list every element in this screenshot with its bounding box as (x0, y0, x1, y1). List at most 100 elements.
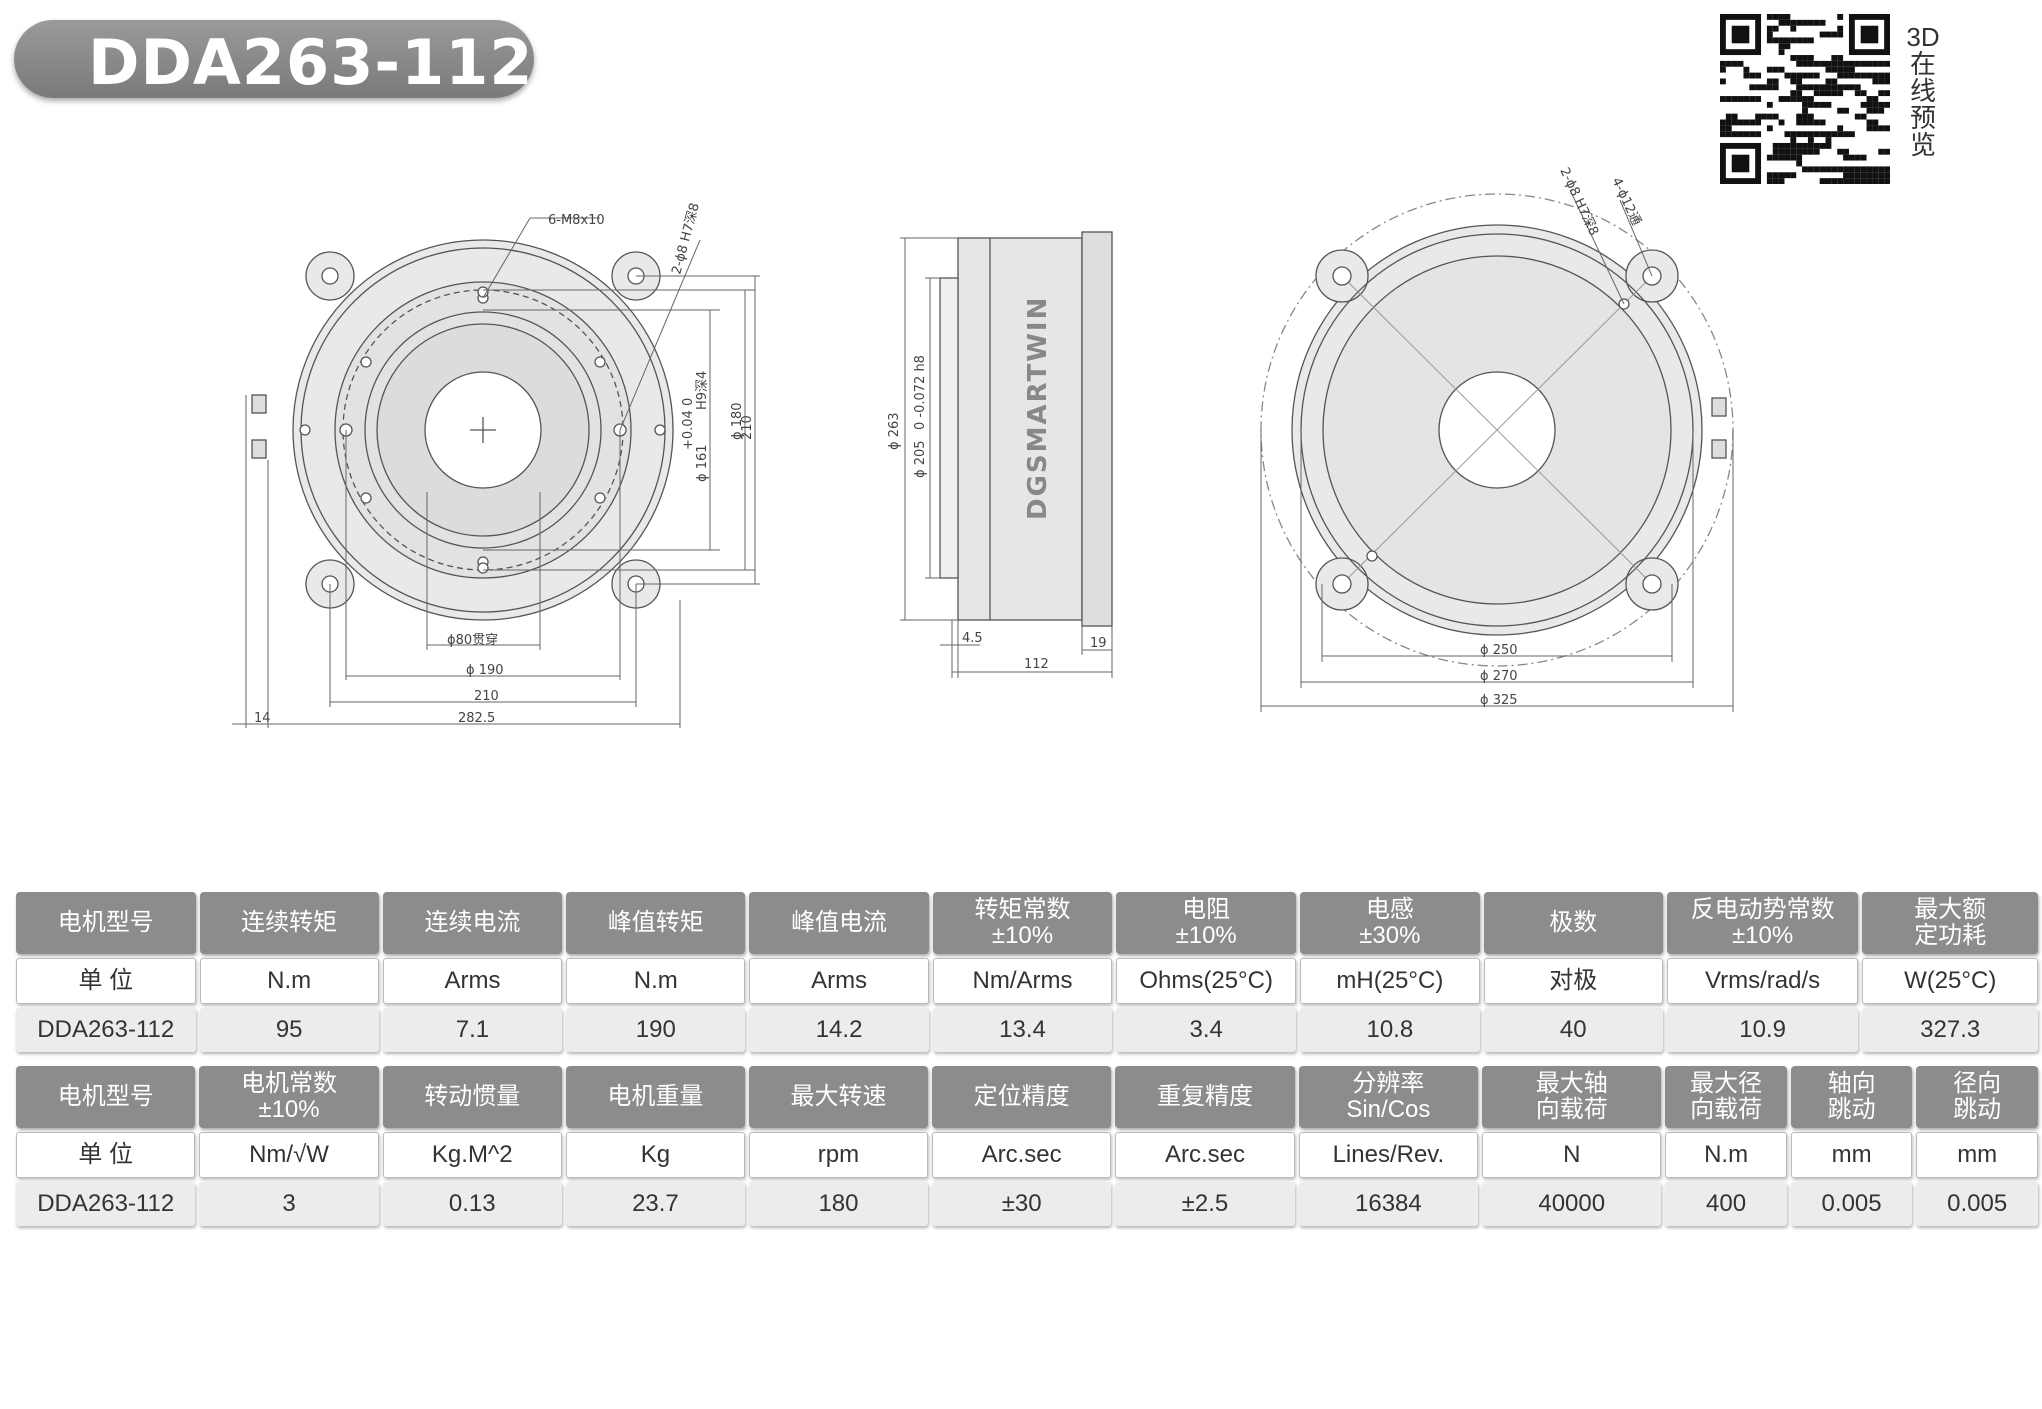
qr-code[interactable] (1720, 14, 1890, 184)
qr-caption: 3D在线预览 (1906, 22, 1940, 160)
w14-label: 14 (254, 711, 271, 726)
d205-label: ϕ 205 (913, 440, 928, 478)
front-view (232, 217, 760, 728)
w19-label: 19 (1090, 636, 1107, 651)
table1-units-cell: 单 位 (16, 958, 196, 1004)
table1-values-cell: 10.8 (1300, 1008, 1480, 1052)
table1-values-cell: 3.4 (1116, 1008, 1297, 1052)
back-hole-label: 4-ϕ12通 (1608, 175, 1643, 228)
back-pin-label: 2-ϕ8 H7深8 (1556, 165, 1601, 238)
table2-headers-cell: 最大径向载荷 (1665, 1066, 1787, 1128)
table2-headers-cell: 定位精度 (931, 1066, 1112, 1128)
d190-label: ϕ 190 (466, 663, 504, 678)
table1-headers-cell: 峰值电流 (749, 892, 929, 954)
table2-values-cell: 3 (199, 1182, 379, 1226)
table1-values-cell: 190 (566, 1008, 746, 1052)
brand-label: DGSMARTWIN (1023, 296, 1053, 520)
table2-units-cell: Lines/Rev. (1298, 1132, 1479, 1178)
tap-label: 6-M8x10 (548, 213, 605, 228)
back-view (1260, 189, 1734, 712)
w210-label: 210 (474, 689, 499, 704)
table1-headers-cell: 极数 (1483, 892, 1663, 954)
table1-units-cell: Nm/Arms (932, 958, 1113, 1004)
table1-headers-cell: 连续转矩 (199, 892, 379, 954)
table2-headers-cell: 重复精度 (1115, 1066, 1295, 1128)
table2-headers-cell: 最大轴向载荷 (1482, 1066, 1662, 1128)
d180-label: ϕ 180 (730, 402, 745, 440)
w112-label: 112 (1024, 657, 1049, 672)
table1-headers-cell: 电机型号 (16, 892, 196, 954)
table1-units-cell: Arms (749, 958, 929, 1004)
table2-headers-cell: 电机型号 (16, 1066, 196, 1128)
pin-label: 2-ϕ8 H7深8 (669, 201, 702, 276)
table2-units-cell: N (1482, 1132, 1662, 1178)
table2-values-cell: 400 (1665, 1182, 1787, 1226)
table2-values-cell: ±30 (931, 1182, 1112, 1226)
table2-units-cell: mm (1916, 1132, 2038, 1178)
table1-units-cell: N.m (566, 958, 746, 1004)
w45-label: 4.5 (962, 631, 983, 646)
bore-label: ϕ80贯穿 (447, 632, 498, 648)
table1-units-cell: 对极 (1483, 958, 1663, 1004)
table1-values-cell: 10.9 (1666, 1008, 1859, 1052)
table2-units-cell: mm (1790, 1132, 1913, 1178)
table2-headers-cell: 电机常数±10% (199, 1066, 379, 1128)
table1-headers-cell: 峰值转矩 (566, 892, 746, 954)
table1-units-cell: N.m (199, 958, 379, 1004)
table2-values-cell: 0.13 (382, 1182, 562, 1226)
table2-values-cell: 0.005 (1790, 1182, 1913, 1226)
table1-headers-cell: 最大额定功耗 (1862, 892, 2038, 954)
v210-label: 210 (740, 415, 755, 440)
table2-headers-cell: 径向跳动 (1916, 1066, 2038, 1128)
table1-headers-cell: 电感±30% (1300, 892, 1480, 954)
table1-values-cell: 95 (199, 1008, 379, 1052)
table1-units-cell: Arms (382, 958, 563, 1004)
table2-units-cell: rpm (748, 1132, 928, 1178)
table1-headers-cell: 连续电流 (382, 892, 563, 954)
table1-values-cell: 13.4 (932, 1008, 1113, 1052)
d250-label: ϕ 250 (1480, 643, 1518, 658)
table2-values-cell: ±2.5 (1115, 1182, 1295, 1226)
tol161-label: +0.04 0 (681, 398, 696, 450)
table2-values-cell: 0.005 (1916, 1182, 2038, 1226)
table2-headers-cell: 最大转速 (748, 1066, 928, 1128)
table2-headers-cell: 电机重量 (565, 1066, 745, 1128)
table2-values-cell: 23.7 (565, 1182, 745, 1226)
table1-headers-cell: 反电动势常数±10% (1666, 892, 1859, 954)
table2-headers-cell: 转动惯量 (382, 1066, 562, 1128)
table1-values-cell: 327.3 (1862, 1008, 2038, 1052)
tol205-label: 0 -0.072 h8 (913, 355, 928, 430)
table1-header-row: 电机型号连续转矩连续电流峰值转矩峰值电流转矩常数±10%电阻±10%电感±30%… (16, 892, 2038, 954)
side-view (900, 231, 1113, 678)
table1-values-cell: DDA263-112 (16, 1008, 196, 1052)
d325-label: ϕ 325 (1480, 693, 1518, 708)
w2825-label: 282.5 (458, 711, 495, 726)
table1-units-cell: Vrms/rad/s (1666, 958, 1859, 1004)
table2-values-cell: DDA263-112 (16, 1182, 196, 1226)
table1-values-cell: 14.2 (749, 1008, 929, 1052)
spec-table-1: 电机型号连续转矩连续电流峰值转矩峰值电流转矩常数±10%电阻±10%电感±30%… (12, 888, 2042, 1056)
table2-units-cell: N.m (1665, 1132, 1787, 1178)
table1-values-cell: 7.1 (382, 1008, 563, 1052)
table2-units-cell: Arc.sec (931, 1132, 1112, 1178)
h9-label: H9深4 (695, 371, 710, 410)
table2-values-cell: 40000 (1482, 1182, 1662, 1226)
table1-units-cell: Ohms(25°C) (1116, 958, 1297, 1004)
table2-units-cell: Kg.M^2 (382, 1132, 562, 1178)
table2-headers-cell: 轴向跳动 (1790, 1066, 1913, 1128)
page-title: DDA263-112 (88, 26, 534, 99)
d270-label: ϕ 270 (1480, 669, 1518, 684)
table2-values-cell: 16384 (1298, 1182, 1479, 1226)
table2-units-cell: Kg (565, 1132, 745, 1178)
technical-drawing: 6-M8x10 2-ϕ8 H7深8 ϕ80贯穿 ϕ 190 210 282.5 … (232, 165, 1734, 728)
table1-units-cell: mH(25°C) (1300, 958, 1480, 1004)
table2-units-cell: Arc.sec (1115, 1132, 1295, 1178)
d161-label: ϕ 161 (695, 444, 710, 482)
table1-headers-cell: 转矩常数±10% (932, 892, 1113, 954)
table1-values-cell: 40 (1483, 1008, 1663, 1052)
